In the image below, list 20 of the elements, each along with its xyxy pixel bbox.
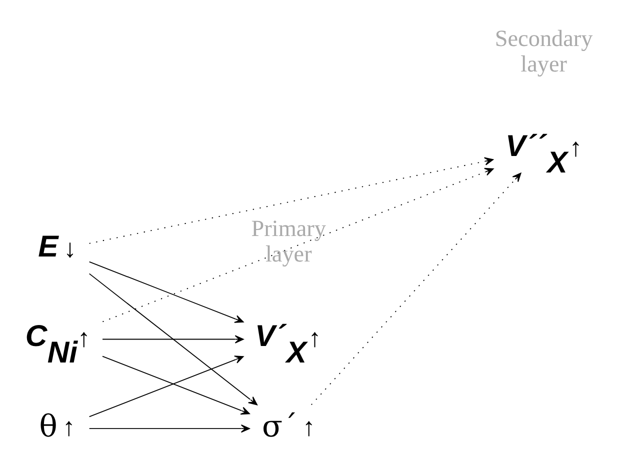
arrow [88, 424, 250, 433]
arrow [102, 356, 250, 415]
node-text: E [38, 230, 58, 264]
node-label: ↓ [64, 235, 76, 264]
arrow [88, 356, 244, 418]
node-text: θ [39, 409, 58, 444]
arrow [88, 261, 244, 323]
arrow [88, 273, 258, 406]
node-label: ↑ [302, 414, 316, 442]
arrow [102, 168, 494, 322]
arrow [88, 157, 494, 244]
node-label: ↑ [569, 134, 582, 162]
label: Primary layer [251, 216, 326, 268]
arrow [310, 172, 522, 406]
arrow [102, 335, 244, 344]
node-label: ↑ [78, 324, 90, 352]
label: Secondary layer [494, 26, 593, 78]
node-label: ↑ [308, 324, 322, 352]
node-text: σ´ [262, 409, 298, 444]
node-label: ↑ [62, 414, 76, 442]
